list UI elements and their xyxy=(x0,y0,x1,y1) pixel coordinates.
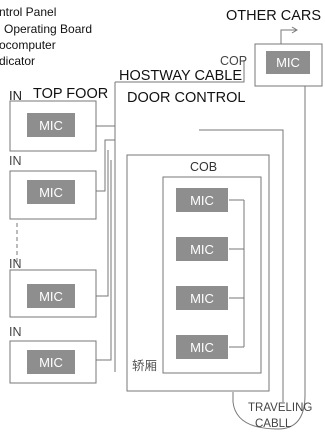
car-label: 轿厢 xyxy=(132,359,158,373)
floor-bus xyxy=(96,125,115,361)
mic-cob-2: MIC xyxy=(176,237,228,261)
hostway-cable-label: HOSTWAY CABLE xyxy=(119,68,243,84)
floor-box-2 xyxy=(9,170,97,220)
floor-box-4 xyxy=(9,340,97,384)
mic-cob-4: MIC xyxy=(176,335,228,359)
other-cars-arrow xyxy=(280,29,296,44)
traveling-cable-loop xyxy=(232,86,306,430)
legend-control-panel: ntrol Panel xyxy=(0,5,57,19)
door-control-label: DOOR CONTROL xyxy=(127,90,246,106)
hostway-cable xyxy=(114,60,245,124)
door-control-line xyxy=(199,129,284,402)
other-cars-label: OTHER CARS xyxy=(226,8,322,24)
cop-box xyxy=(254,43,323,87)
mic-floor-2: MIC xyxy=(27,180,75,204)
legend-operating-board: Operating Board xyxy=(4,22,93,36)
cob-label: COB xyxy=(190,160,218,174)
traveling-cable-label-line1: TRAVELING xyxy=(248,402,313,414)
legend-indicator: dicator xyxy=(0,54,36,68)
legend-microcomputer: ocomputer xyxy=(0,38,56,52)
mic-floor-3: MIC xyxy=(27,284,75,308)
car-outer-box xyxy=(126,154,270,392)
in-label-4: IN xyxy=(9,325,22,339)
other-cars-arrowhead xyxy=(291,26,298,34)
in-label-3: IN xyxy=(9,257,22,271)
mic-cob-1: MIC xyxy=(176,188,228,212)
cob-box xyxy=(162,176,262,374)
top-floor-label: TOP FOOR xyxy=(33,86,109,102)
mic-cop: MIC xyxy=(266,51,310,74)
mic-floor-4: MIC xyxy=(27,350,75,374)
traveling-cable-label-line2: CABLL xyxy=(255,418,292,430)
mic-floor-top: MIC xyxy=(27,113,75,137)
in-label-2: IN xyxy=(9,154,22,168)
cop-label: COP xyxy=(220,54,248,68)
floor-box-3 xyxy=(9,269,97,318)
mic-cob-3: MIC xyxy=(176,286,228,310)
cob-bus xyxy=(229,199,245,348)
in-label-top: IN xyxy=(9,88,22,103)
